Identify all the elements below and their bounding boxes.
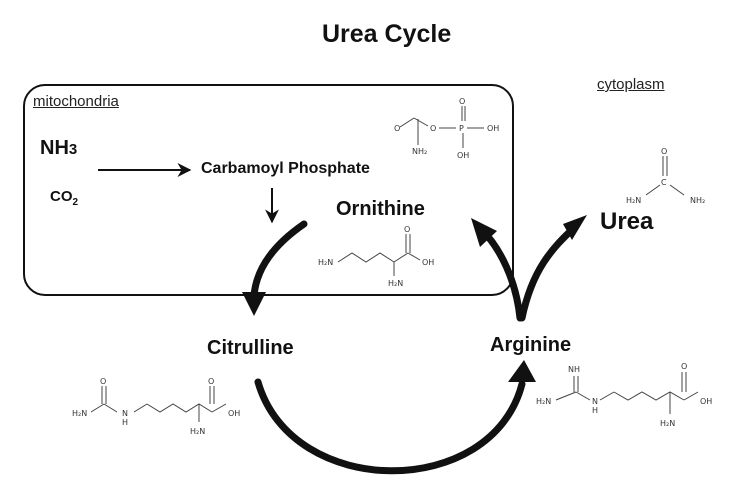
arginine-nh-label: NH <box>568 365 580 374</box>
ornithine-arrowhead <box>471 218 497 247</box>
diagram-title: Urea Cycle <box>322 20 452 48</box>
citrulline-n-label: N <box>122 409 128 418</box>
arginine-structure <box>555 372 699 414</box>
arginine-h-label: H <box>592 406 598 415</box>
citrulline-label: Citrulline <box>207 337 294 359</box>
ornithine-label: Ornithine <box>336 198 425 220</box>
arginine-h2n-left-label: H₂N <box>536 397 551 406</box>
carbon-dioxide-label: CO2 <box>50 188 78 208</box>
carbamoyl-oh-right-label: OH <box>487 124 499 133</box>
arginine-h2n-bottom-label: H₂N <box>660 419 675 428</box>
ammonia-label: NH3 <box>40 137 77 160</box>
carbamoyl-oh-bottom-label: OH <box>457 151 469 160</box>
ammonia-formula: NH <box>40 137 69 159</box>
citrulline-h2n-left-label: H₂N <box>72 409 87 418</box>
carbamoyl-phosphate-structure <box>399 106 484 148</box>
carbon-dioxide-subscript: 2 <box>72 197 79 208</box>
mitochondria-label: mitochondria <box>33 93 119 110</box>
citrulline-structure <box>90 386 227 422</box>
citrulline-to-arginine-arrow <box>254 378 526 475</box>
arginine-oh-label: OH <box>700 397 712 406</box>
arginine-label: Arginine <box>490 334 572 356</box>
urea-label: Urea <box>600 208 654 235</box>
ammonia-subscript: 3 <box>68 141 78 158</box>
carbamoyl-p-label: P <box>459 124 464 133</box>
carbamoyl-o-label: O <box>394 124 400 133</box>
cytoplasm-label: cytoplasm <box>597 76 665 93</box>
ornithine-to-citrulline-arrow <box>250 220 308 300</box>
citrulline-o-right-label: O <box>208 377 214 386</box>
arginine-n-label: N <box>592 397 598 406</box>
ornithine-oh-label: OH <box>422 258 434 267</box>
arginine-to-urea-arrow <box>518 222 580 322</box>
mitochondria-compartment <box>23 84 514 296</box>
citrulline-h-label: H <box>122 418 128 427</box>
urea-arrowhead <box>563 215 587 240</box>
urea-c-label: C <box>661 178 667 187</box>
arginine-to-ornithine-arrow <box>478 226 524 322</box>
arginine-o-label: O <box>681 362 687 371</box>
urea-o-label: O <box>661 147 667 156</box>
carbamoyl-phosphate-label: Carbamoyl Phosphate <box>201 160 370 177</box>
urea-h2n-label: H₂N <box>626 196 641 205</box>
citrulline-o-top-label: O <box>100 377 106 386</box>
urea-nh2-label: NH₂ <box>690 196 705 205</box>
carbamoyl-ester-o-label: O <box>430 124 436 133</box>
arginine-arrowhead <box>508 360 536 382</box>
citrulline-arrowhead <box>242 292 266 316</box>
citrulline-oh-label: OH <box>228 409 240 418</box>
carbamoyl-nh2-label: NH₂ <box>412 147 427 156</box>
ornithine-structure <box>337 234 421 276</box>
carbamoyl-p-o-label: O <box>459 97 465 106</box>
urea-structure <box>645 156 685 196</box>
carbon-dioxide-formula: CO <box>50 188 73 205</box>
ornithine-h2n-bottom-label: H₂N <box>388 279 403 288</box>
ornithine-h2n-left-label: H₂N <box>318 258 333 267</box>
ornithine-o-label: O <box>404 225 410 234</box>
citrulline-h2n-bottom-label: H₂N <box>190 427 205 436</box>
